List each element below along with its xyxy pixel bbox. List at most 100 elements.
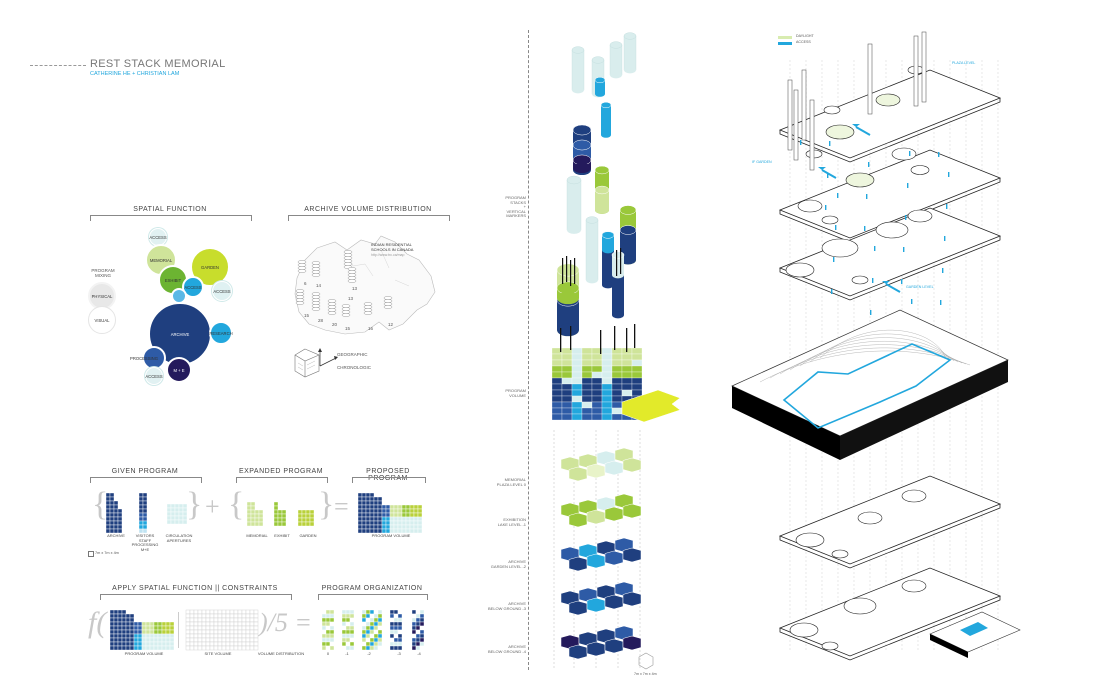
volume-cell — [125, 645, 131, 651]
archive-cell — [109, 492, 115, 498]
volume-cell — [377, 500, 383, 506]
vertical-marker — [574, 258, 576, 284]
plaza-ring — [825, 124, 855, 140]
access-marker — [942, 268, 944, 273]
org-cell — [341, 645, 347, 651]
archive-cell — [113, 516, 119, 522]
archive-cell — [113, 520, 119, 526]
level-cell — [604, 638, 624, 654]
map-number-4: 15 — [304, 313, 310, 318]
org-cell — [373, 645, 379, 651]
circulation-cell — [182, 511, 188, 517]
org-cell — [349, 641, 355, 647]
archive-cell — [113, 504, 119, 510]
archive-stack-disc — [383, 296, 393, 300]
volume-cell — [109, 637, 115, 643]
org-cell — [361, 613, 367, 619]
org-cell — [369, 625, 375, 631]
volume-cell — [413, 524, 419, 530]
site-cell — [201, 629, 207, 635]
org-cell — [411, 637, 417, 643]
volume-face-cell — [591, 401, 603, 409]
site-cell — [229, 629, 235, 635]
volume-cell — [109, 609, 115, 615]
site-cell — [241, 641, 247, 647]
org-cell — [365, 633, 371, 639]
volume-cell — [389, 520, 395, 526]
volume-cell — [129, 621, 135, 627]
volume-cell — [149, 625, 155, 631]
volume-cell — [129, 645, 135, 651]
level-cell — [568, 644, 588, 660]
site-cell — [209, 629, 215, 635]
level-3-slab — [778, 475, 1002, 565]
memorial-cell — [258, 513, 264, 519]
org-cell — [321, 625, 327, 631]
org-cell — [349, 617, 355, 623]
org-cell — [329, 637, 335, 643]
exhibit-cell — [273, 505, 279, 511]
site-cell — [193, 637, 199, 643]
stacks-diagram — [551, 32, 681, 670]
function-f: f( — [88, 606, 107, 639]
site-cell — [221, 625, 227, 631]
volume-face-cell — [601, 359, 613, 367]
volume-cell — [397, 504, 403, 510]
volume-face-cell — [571, 383, 583, 391]
volume-face-cell — [561, 371, 573, 379]
volume-cell — [109, 613, 115, 619]
volume-cell — [133, 621, 139, 627]
org-cell — [361, 621, 367, 627]
volume-face-cell — [571, 395, 583, 403]
volume-cell — [133, 629, 139, 635]
pale-tower — [611, 251, 625, 259]
org-cell — [393, 613, 399, 619]
volume-cell — [117, 645, 123, 651]
volume-face-cell — [581, 407, 593, 415]
archive-cell — [105, 512, 111, 518]
expanded-caption-memorial: MEMORIAL — [246, 533, 268, 538]
org-cell — [329, 645, 335, 651]
org-cell — [373, 637, 379, 643]
archive-stack-disc — [327, 302, 337, 306]
map-number-8: 16 — [368, 326, 374, 331]
volume-cell — [401, 520, 407, 526]
archive-stack-disc — [297, 269, 307, 273]
cyan-marker — [600, 101, 612, 109]
site-cell — [233, 617, 239, 623]
site-cell — [225, 613, 231, 619]
lime-stack — [595, 190, 609, 210]
legend-access: ACCESS — [796, 40, 811, 44]
level-cell — [622, 547, 642, 563]
archive-stack-disc — [327, 299, 337, 303]
legend-daylight: DAYLIGHT — [796, 34, 814, 38]
archive-stack-disc — [295, 292, 305, 296]
volume-cell — [369, 500, 375, 506]
site-cell — [185, 613, 191, 619]
access-marker — [829, 141, 831, 146]
org-cell — [389, 617, 395, 623]
site-volume-grid — [185, 609, 259, 651]
volume-cell — [393, 524, 399, 530]
archive-cell — [105, 520, 111, 526]
memorial-cell — [254, 517, 260, 523]
volume-cell — [113, 621, 119, 627]
volume-cell — [141, 637, 147, 643]
volume-face-cell — [601, 353, 613, 361]
volume-cell — [377, 504, 383, 510]
archive-stack-disc — [311, 270, 321, 274]
access-arrow — [818, 167, 826, 170]
org-cell — [411, 641, 417, 647]
volume-cell — [109, 625, 115, 631]
site-cell — [233, 613, 239, 619]
volume-face-cell — [591, 371, 603, 379]
volume-cell — [373, 524, 379, 530]
org-cell — [393, 641, 399, 647]
archive-stack-disc — [341, 307, 351, 311]
circulation-cell — [182, 503, 188, 509]
volume-face-cell — [611, 383, 623, 391]
org-cell — [329, 625, 335, 631]
archive-cell — [117, 524, 123, 530]
site-cell — [253, 629, 259, 635]
org-cell — [321, 637, 327, 643]
